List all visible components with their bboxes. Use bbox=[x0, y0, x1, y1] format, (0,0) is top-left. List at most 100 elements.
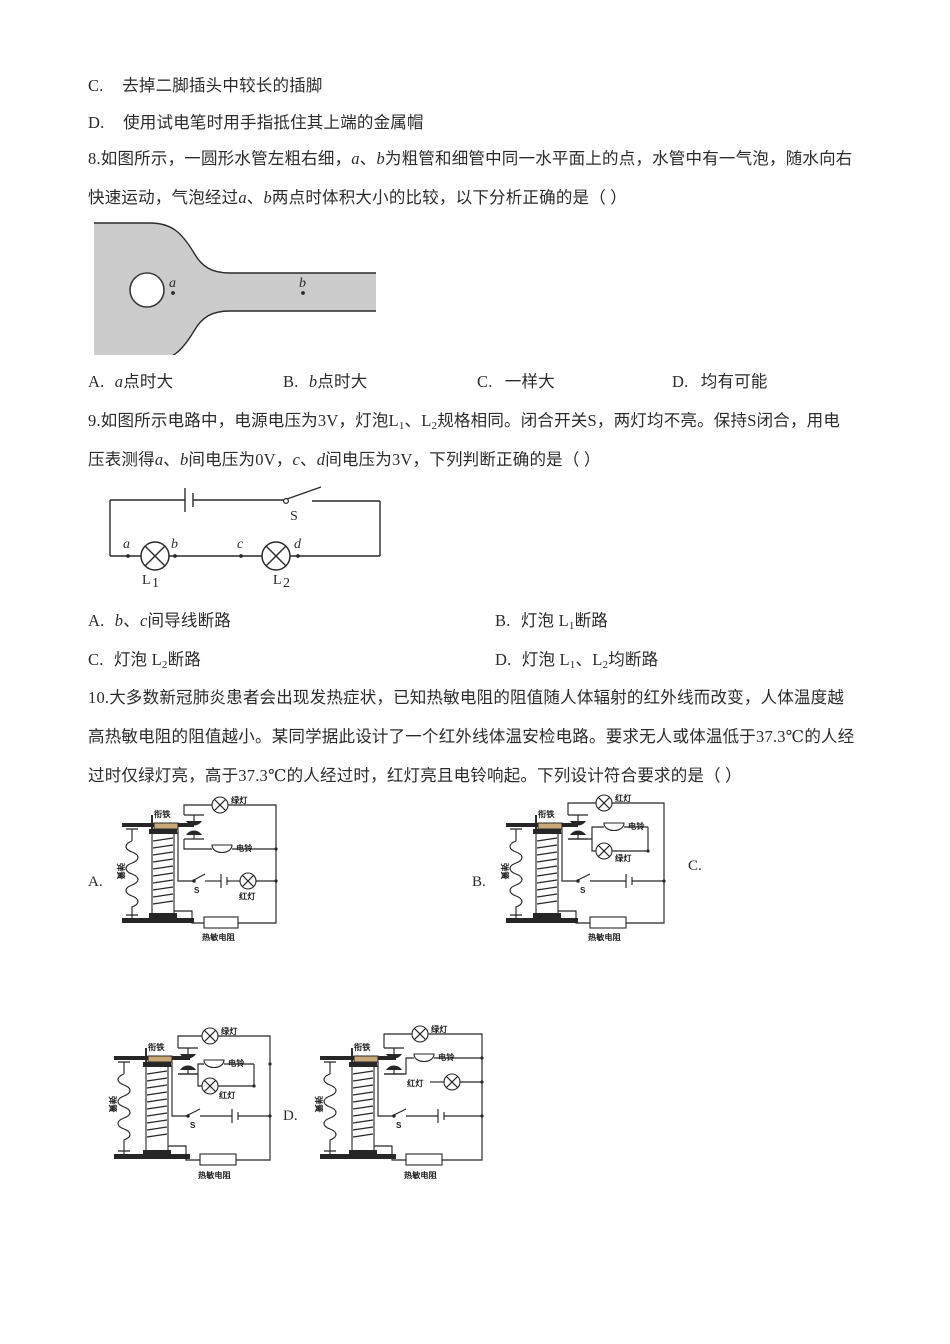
switch-label-d: S bbox=[396, 1121, 402, 1130]
q8-option-c: C. 一样大 bbox=[477, 373, 555, 391]
q9-opt-d-post: 均断路 bbox=[608, 650, 659, 669]
red-lamp-cross-2 bbox=[597, 796, 611, 810]
contact-lower-cup bbox=[570, 830, 586, 835]
node-a-dot bbox=[126, 554, 130, 558]
red-lamp-label: 红灯 bbox=[615, 793, 632, 803]
relay-base-plate bbox=[506, 918, 578, 923]
lamp-2-caption-sub: 2 bbox=[283, 576, 290, 591]
red-lamp-cross-2 bbox=[241, 874, 255, 888]
coil-windings bbox=[352, 1070, 374, 1138]
contact-lower-stem bbox=[184, 835, 204, 840]
armature-bar bbox=[353, 1055, 379, 1063]
node-green-return bbox=[646, 849, 650, 853]
q7-option-c: C. 去掉二脚插头中较长的插脚 bbox=[88, 76, 323, 95]
red-lamp-cross-2 bbox=[203, 1079, 217, 1093]
switch-label: S bbox=[290, 509, 298, 524]
contact-upper-stem bbox=[178, 1047, 198, 1054]
q9-opt-d-sub2: 2 bbox=[602, 659, 609, 671]
q9-option-c-letter: C. bbox=[88, 650, 104, 669]
air-bubble bbox=[129, 272, 165, 308]
q9-opt-b-post: 断路 bbox=[574, 611, 608, 630]
q7-option-d-text: 使用试电笔时用手指抵住其上端的金属帽 bbox=[123, 113, 424, 132]
q8-option-d-text: 均有可能 bbox=[700, 372, 768, 391]
q10-choice-a-letter: A. bbox=[88, 874, 103, 890]
contact-upper-stem bbox=[184, 814, 204, 821]
q9-sub-2: 2 bbox=[431, 420, 438, 432]
switch-blade-d bbox=[393, 1108, 407, 1116]
wire-green-lamp-return bbox=[228, 804, 277, 891]
wire-thermistor-return bbox=[626, 891, 665, 924]
wire-thermistor-return bbox=[238, 891, 277, 924]
q9-stem-2a: 压表测得 bbox=[88, 450, 155, 469]
green-lamp-cross-2 bbox=[413, 1027, 427, 1041]
q9-stem-2c: 间电压为0V， bbox=[188, 450, 293, 469]
wire-to-red-lamp bbox=[197, 1074, 202, 1087]
spring-anchors bbox=[126, 828, 138, 916]
contact-upper-cup bbox=[570, 821, 586, 826]
node-red-return bbox=[252, 1084, 256, 1088]
coil-windings bbox=[536, 837, 558, 905]
switch-blade-b bbox=[577, 873, 591, 881]
q9-opt-d-pre: 灯泡 L bbox=[521, 650, 570, 669]
q8-option-a-var: a bbox=[114, 372, 124, 391]
coil-cap-top bbox=[143, 1062, 171, 1067]
wire-green-lamp-return bbox=[428, 1033, 483, 1122]
wire-thermistor-return bbox=[442, 1122, 483, 1161]
red-lamp-label: 红灯 bbox=[219, 1090, 236, 1100]
q10-stem-3: 过时仅绿灯亮，高于37.3℃的人经过时，红灯亮且电铃响起。下列设计符合要求的是（… bbox=[88, 766, 742, 785]
node-bell-return bbox=[480, 1056, 484, 1060]
thermistor-symbol bbox=[589, 916, 627, 929]
spring-label: 弹簧 bbox=[108, 1096, 118, 1112]
q9-opt-a-var2: c bbox=[139, 611, 148, 630]
point-a-dot bbox=[171, 291, 175, 295]
node-red-return bbox=[480, 1080, 484, 1084]
wire-armature-to-switch bbox=[177, 829, 194, 882]
node-red-return bbox=[274, 879, 278, 883]
q9-opt-d-mid: 、L bbox=[575, 650, 603, 669]
q8-option-d-letter: D. bbox=[672, 372, 689, 391]
contact-lower-stem bbox=[178, 1070, 198, 1075]
wire-green-lamp-return bbox=[218, 1035, 271, 1126]
q8-option-b-letter: B. bbox=[283, 372, 299, 391]
wire-coil-to-thermistor bbox=[558, 910, 590, 924]
q9-stem-2d: 、 bbox=[300, 450, 317, 469]
wire-to-green-lamp bbox=[177, 1035, 202, 1048]
spring-coil bbox=[323, 1062, 337, 1154]
q7-option-d: D. 使用试电笔时用手指抵住其上端的金属帽 bbox=[88, 113, 424, 132]
lamp-2-caption: L bbox=[273, 573, 282, 588]
bell-label: 电铃 bbox=[438, 1052, 455, 1062]
q9-opt-d-sub: 1 bbox=[569, 659, 576, 671]
armature-bar bbox=[147, 1055, 173, 1063]
q8-var-a2: a bbox=[238, 188, 247, 207]
green-lamp-label: 绿灯 bbox=[615, 853, 632, 863]
q9-option-d: D. 灯泡 L1、L2均断路 bbox=[495, 650, 659, 671]
q9-stem-2e: 间电压为3V，下列判断正确的是（ ） bbox=[325, 450, 601, 469]
thermistor-label: 热敏电阻 bbox=[404, 1170, 438, 1180]
wire-to-bell bbox=[384, 1057, 414, 1075]
q7-option-d-letter: D. bbox=[88, 113, 105, 132]
node-c-label: c bbox=[237, 537, 244, 552]
switch-blade bbox=[286, 486, 322, 500]
spring-label: 弹簧 bbox=[116, 863, 126, 879]
relay-base-plate bbox=[114, 1154, 190, 1159]
q7-option-c-letter: C. bbox=[88, 76, 104, 95]
switch-label-a: S bbox=[194, 886, 200, 895]
armature-label: 衔铁 bbox=[538, 809, 555, 819]
coil-cap-bottom bbox=[143, 1150, 171, 1155]
node-a-label: a bbox=[123, 537, 130, 552]
q9-option-a-letter: A. bbox=[88, 611, 105, 630]
thermistor-symbol bbox=[405, 1153, 443, 1166]
node-bell-right bbox=[268, 1062, 272, 1066]
q9-figure-circuit: S a b c d L bbox=[90, 480, 410, 592]
q9-opt-a-var1: b bbox=[114, 611, 124, 630]
wire-armature-to-switch bbox=[561, 829, 578, 882]
q10-figure-option-b: 弹簧 衔铁 红灯 bbox=[492, 793, 677, 943]
green-lamp-label: 绿灯 bbox=[431, 1024, 448, 1034]
bell-label: 电铃 bbox=[228, 1058, 245, 1068]
q8-stem-line-1: 8.如图所示，一圆形水管左粗右细，a、b为粗管和细管中同一水平面上的点，水管中有… bbox=[88, 150, 853, 168]
contact-lower-cup bbox=[186, 830, 202, 835]
q10-stem-line-1: 10.大多数新冠肺炎患者会出现发热症状，已知热敏电阻的阻值随人体辐射的红外线而改… bbox=[88, 689, 844, 707]
q9-var-a: a bbox=[154, 450, 164, 469]
q9-option-b-letter: B. bbox=[495, 611, 511, 630]
thermistor-label: 热敏电阻 bbox=[198, 1170, 232, 1180]
